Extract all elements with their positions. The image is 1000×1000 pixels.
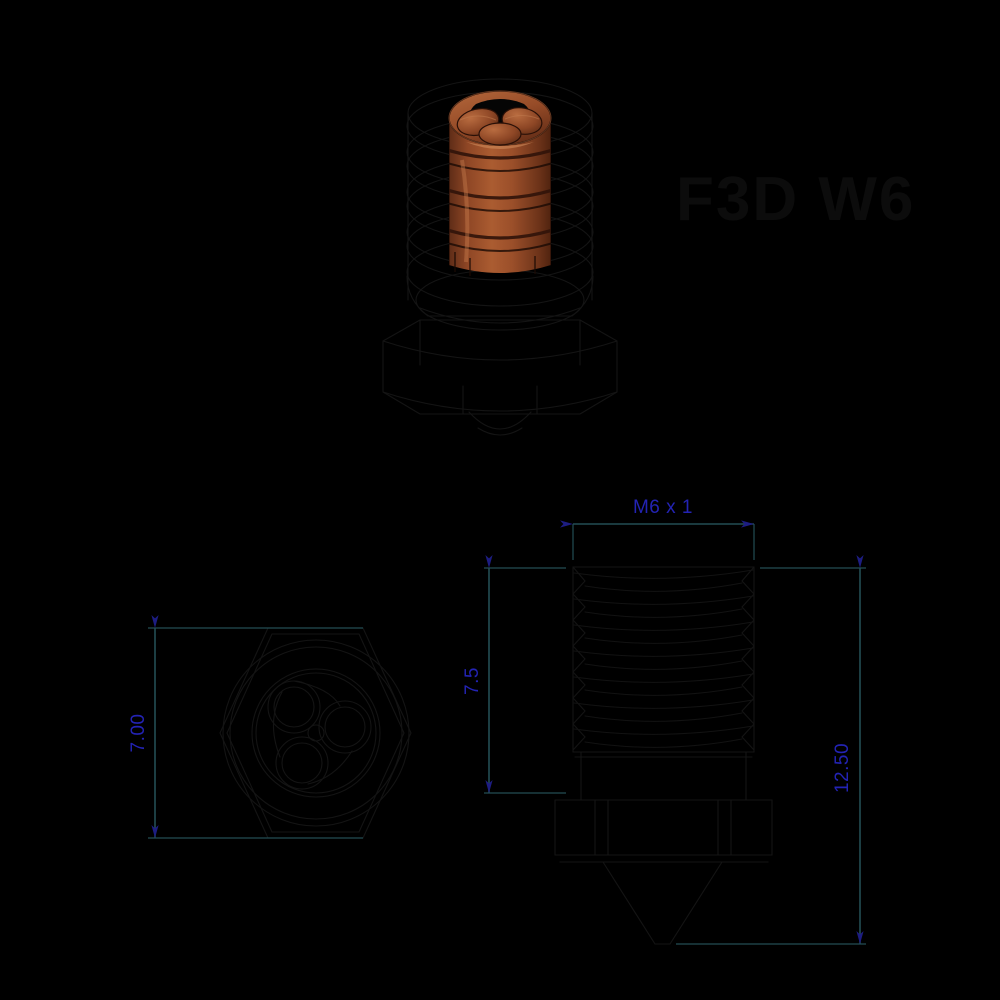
dimension-overall-length: 12.50 [676, 555, 866, 945]
dimension-thread-spec: M6 x 1 [560, 497, 755, 560]
dimension-label-thread-length: 7.5 [462, 667, 483, 695]
logo-text: F3D W6 [676, 165, 915, 234]
dimension-label-thread-spec: M6 x 1 [633, 497, 693, 518]
dimension-label-overall-length: 12.50 [832, 743, 853, 793]
section-view-geometry [554, 566, 773, 945]
dimension-thread-length: 7.5 [462, 555, 566, 794]
dimension-hex-width: 7.00 [128, 615, 363, 839]
iso-copper-insert [448, 90, 552, 276]
dimension-label-hex-width: 7.00 [128, 714, 149, 753]
iso-copper-top-face [448, 90, 552, 149]
